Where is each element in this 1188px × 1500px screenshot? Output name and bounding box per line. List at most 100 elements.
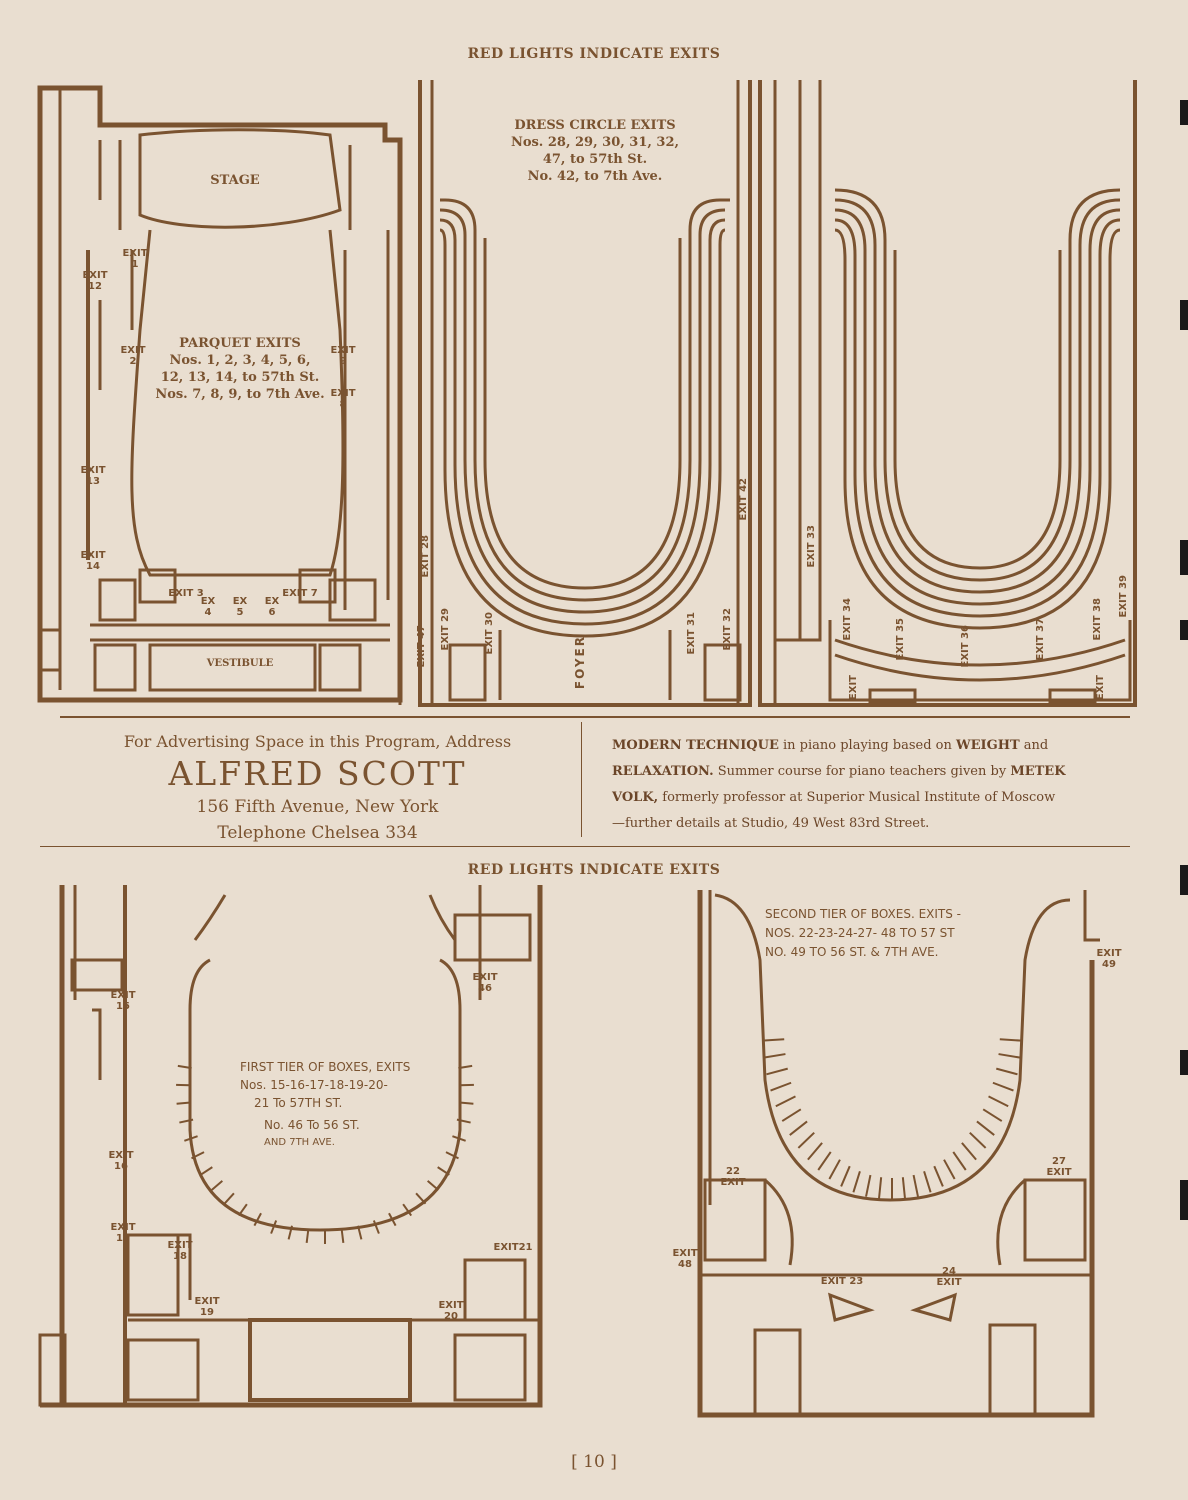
first-tier-line2: Nos. 15-16-17-18-19-20- xyxy=(240,1078,388,1092)
box-partition xyxy=(817,1151,832,1171)
box-partition xyxy=(445,1151,459,1160)
box-partition xyxy=(770,1081,792,1092)
box-partition xyxy=(912,1174,919,1197)
box-partition xyxy=(253,1212,262,1227)
exit-28: EXIT 28 xyxy=(420,535,431,578)
header-top: RED LIGHTS INDICATE EXITS xyxy=(467,46,721,62)
notice-t2: in piano playing based on xyxy=(778,738,956,753)
notice-t4: and xyxy=(1019,738,1049,753)
box-partition xyxy=(305,1228,310,1243)
box-partition xyxy=(976,1120,995,1136)
exit-13: EXIT 13 xyxy=(80,465,106,487)
dress-circle-line3: No. 42, to 7th Ave. xyxy=(527,169,663,184)
exit-42: EXIT 42 xyxy=(738,478,749,521)
exit-7: EXIT 7 xyxy=(282,588,318,599)
page-number: [ 10 ] xyxy=(571,1452,617,1472)
notice-t6: Summer course for piano teachers given b… xyxy=(713,764,1011,779)
exit-16: EXIT 16 xyxy=(108,1150,134,1172)
exit-4: EX 4 xyxy=(200,596,216,618)
box-partition xyxy=(184,1135,198,1142)
divider-top xyxy=(60,716,1130,718)
exit-8: EXIT 8 xyxy=(330,388,356,410)
box-partition xyxy=(775,1095,796,1108)
box-partition xyxy=(402,1203,413,1217)
notice-t7: METEK xyxy=(1010,764,1066,779)
exit-47: EXIT 47 xyxy=(416,625,427,668)
parquet-exits-line2: 12, 13, 14, to 57th St. xyxy=(160,370,320,385)
notice-t3: WEIGHT xyxy=(956,738,1020,753)
box-partition xyxy=(437,1166,450,1176)
box-partition xyxy=(992,1081,1014,1092)
exit-34: EXIT 34 xyxy=(842,598,853,641)
second-tier-horseshoe xyxy=(714,893,1071,1202)
advertising-block: For Advertising Space in this Program, A… xyxy=(60,730,575,846)
edge-mark xyxy=(1180,1050,1188,1075)
notice-t8: VOLK, xyxy=(612,790,659,805)
box-partition xyxy=(943,1159,956,1180)
box-partition xyxy=(762,1038,785,1042)
first-tier-line4: No. 46 To 56 ST. xyxy=(264,1118,360,1132)
exit-23: EXIT 23 xyxy=(820,1276,864,1287)
edge-mark xyxy=(1180,540,1188,575)
exit-46: EXIT 46 xyxy=(472,972,498,994)
box-partition xyxy=(781,1108,802,1122)
box-partition xyxy=(458,1064,473,1070)
exit-12: EXIT 12 xyxy=(82,270,108,292)
box-partition xyxy=(177,1064,192,1070)
dress-circle-title: DRESS CIRCLE EXITS xyxy=(514,118,676,133)
dress-circle-line1: Nos. 28, 29, 30, 31, 32, xyxy=(510,135,680,150)
box-partition xyxy=(456,1118,471,1124)
box-partition xyxy=(797,1131,815,1149)
box-partition xyxy=(223,1192,235,1205)
box-partition xyxy=(452,1135,466,1142)
exit-38: EXIT 38 xyxy=(1092,598,1103,641)
box-partition xyxy=(865,1174,872,1197)
exit-22: 22 EXIT xyxy=(720,1166,746,1188)
box-partition xyxy=(988,1095,1009,1108)
ad-phone: Telephone Chelsea 334 xyxy=(217,823,418,843)
box-partition xyxy=(270,1220,278,1234)
exit-1: EXIT 1 xyxy=(122,248,148,270)
box-partition xyxy=(877,1177,883,1200)
box-partition xyxy=(763,1053,786,1059)
box-partition xyxy=(766,1067,788,1076)
bottom-floor-plans xyxy=(38,885,1100,1418)
ad-name: ALFRED SCOTT xyxy=(168,754,467,793)
second-tier-line3: NO. 49 TO 56 ST. & 7TH AVE. xyxy=(765,945,939,959)
first-tier-line5: AND 7TH AVE. xyxy=(264,1137,335,1148)
parquet-exits-line1: Nos. 1, 2, 3, 4, 5, 6, xyxy=(169,353,311,368)
exit-36: EXIT 36 xyxy=(960,625,971,668)
exit-39: EXIT 39 xyxy=(1118,575,1129,618)
second-tier-line2: NOS. 22-23-24-27- 48 TO 57 ST xyxy=(765,926,955,940)
divider-bottom xyxy=(40,846,1130,847)
foyer-label: FOYER xyxy=(573,635,587,690)
box-partition xyxy=(191,1151,205,1160)
piano-notice: MODERN TECHNIQUE in piano playing based … xyxy=(612,733,1132,837)
parquet-exits-text: PARQUET EXITS Nos. 1, 2, 3, 4, 5, 6, 12,… xyxy=(140,335,340,403)
stage-outline xyxy=(138,128,342,229)
box-partition xyxy=(828,1159,841,1180)
box-partition xyxy=(969,1131,987,1149)
box-partition xyxy=(287,1225,293,1240)
first-tier-text: FIRST TIER OF BOXES, EXITS Nos. 15-16-17… xyxy=(240,1058,440,1152)
exit-19: EXIT 19 xyxy=(194,1296,220,1318)
second-tier-text: SECOND TIER OF BOXES. EXITS - NOS. 22-23… xyxy=(765,905,1035,962)
box-partition xyxy=(237,1203,248,1217)
box-partition xyxy=(999,1038,1022,1042)
exit-18: EXIT 18 xyxy=(167,1240,193,1262)
ad-line1: For Advertising Space in this Program, A… xyxy=(123,732,512,751)
second-tier-line1: SECOND TIER OF BOXES. EXITS - xyxy=(765,907,962,921)
notice-t1: MODERN TECHNIQUE xyxy=(612,738,779,753)
vestibule-label: VESTIBULE xyxy=(206,658,274,669)
parquet-outline xyxy=(37,85,403,703)
box-partition xyxy=(340,1228,345,1243)
first-tier-line3: 21 To 57TH ST. xyxy=(254,1096,343,1110)
exit-6: EX 6 xyxy=(264,596,280,618)
exit-30: EXIT 30 xyxy=(484,612,495,655)
stage-label: STAGE xyxy=(210,173,260,188)
exit-37: EXIT 37 xyxy=(1035,618,1046,661)
box-partition xyxy=(840,1165,851,1187)
box-partition xyxy=(388,1212,397,1227)
exit-3: EXIT 3 xyxy=(168,588,204,599)
exit-48: EXIT 48 xyxy=(672,1248,698,1270)
